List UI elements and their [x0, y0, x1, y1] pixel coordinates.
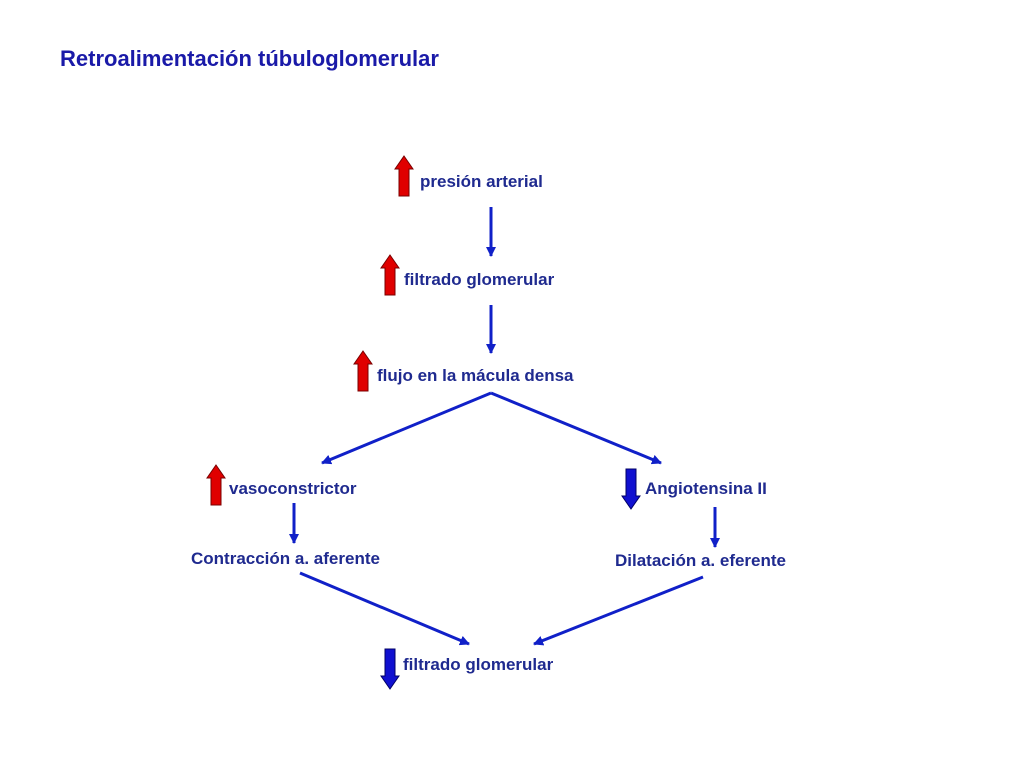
arrow-dilatacion-to-filtrado — [533, 575, 704, 646]
increase-arrow-icon — [380, 254, 400, 296]
arrow-flujo-to-vaso — [321, 391, 492, 465]
node-dilatacion-eferente: Dilatación a. eferente — [615, 551, 787, 570]
node-vasoconstrictor: vasoconstrictor — [229, 479, 357, 498]
node-angiotensina: Angiotensina II — [645, 479, 767, 498]
increase-arrow-icon — [394, 155, 414, 197]
decrease-arrow-icon — [380, 648, 400, 690]
decrease-arrow-icon — [621, 468, 641, 510]
node-filtrado-glomerular: filtrado glomerular — [404, 270, 555, 289]
page-title: Retroalimentación túbuloglomerular — [60, 46, 439, 71]
increase-arrow-icon — [206, 464, 226, 506]
node-presion-arterial: presión arterial — [420, 172, 543, 191]
arrow-flujo-to-angio — [490, 391, 662, 465]
node-flujo-macula-densa: flujo en la mácula densa — [377, 366, 574, 385]
increase-arrow-icon — [353, 350, 373, 392]
node-filtrado-glomerular-final: filtrado glomerular — [403, 655, 554, 674]
node-contraccion-aferente: Contracción a. aferente — [191, 549, 380, 568]
arrow-contraccion-to-filtrado — [299, 571, 470, 646]
